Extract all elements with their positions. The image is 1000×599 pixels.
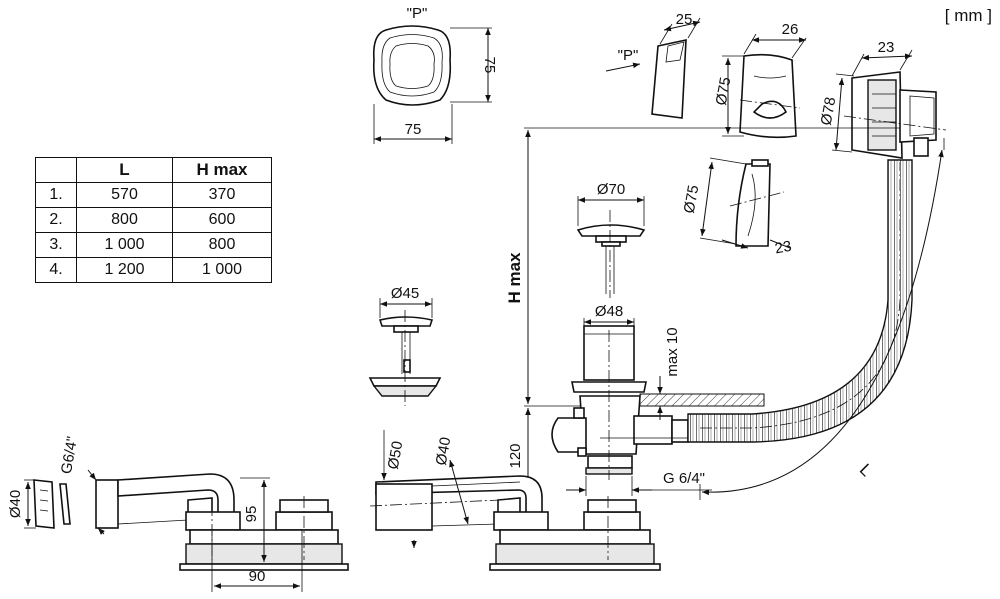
dim-70-label: Ø70 <box>597 181 625 198</box>
dim-120-label: 120 <box>507 443 524 468</box>
click-clack-plug-45 <box>368 316 442 397</box>
table-header-cell: H max <box>172 157 272 183</box>
dimension-table: L H max 1. 570 370 2. 800 600 3. 1 000 8… <box>35 157 272 283</box>
dim-25-label: 25 <box>676 11 693 28</box>
drain-body-assembly <box>551 325 765 475</box>
table-row: 3. 1 000 800 <box>35 232 272 258</box>
units-label: [ mm ] <box>944 6 992 25</box>
table-row: 2. 800 600 <box>35 207 272 233</box>
length-l-label: L <box>856 460 876 480</box>
dim-40b-label: Ø40 <box>433 436 455 467</box>
max10-label: max 10 <box>664 327 681 376</box>
cover-plate-side-view <box>651 38 687 119</box>
table-cell: 3. <box>35 232 77 258</box>
siphon-trap-left <box>33 473 349 571</box>
overflow-cap-front-view <box>372 25 452 106</box>
cap-height-label: 75 <box>481 57 498 74</box>
p-arrow-label: "P" <box>618 47 639 64</box>
table-header-cell: L <box>76 157 173 183</box>
dim-40a-label: Ø40 <box>7 490 24 518</box>
table-cell: 1 000 <box>172 257 272 283</box>
g64-horizontal-label: G 6/4" <box>663 470 705 487</box>
dim-23a-label: 23 <box>878 39 895 56</box>
dim-26-label: 26 <box>782 21 799 38</box>
click-clack-plug-70 <box>576 224 646 294</box>
hmax-label: H max <box>505 252 524 304</box>
table-cell: 2. <box>35 207 77 233</box>
siphon-trap-center <box>375 475 661 571</box>
table-cell: 570 <box>76 182 173 208</box>
overflow-rosette-side-view <box>739 53 797 139</box>
dim-90-label: 90 <box>249 568 266 585</box>
dim-50-label: Ø50 <box>385 440 407 471</box>
dim-48-label: Ø48 <box>595 303 623 320</box>
dim-23b-label: 23 <box>774 238 793 258</box>
table-row: 1. 570 370 <box>35 182 272 208</box>
dim-45-label: Ø45 <box>391 285 419 302</box>
g64-vertical-label: G6/4" <box>58 435 81 475</box>
table-cell: 800 <box>76 207 173 233</box>
overflow-head-assembly <box>851 71 937 159</box>
cap-width-label: 75 <box>405 121 422 138</box>
table-header-row: L H max <box>35 157 272 183</box>
table-cell: 1 200 <box>76 257 173 283</box>
dim-95-label: 95 <box>243 506 260 523</box>
dim-75b-label: Ø75 <box>681 184 703 215</box>
table-row: 4. 1 200 1 000 <box>35 257 272 283</box>
cap-p-label: "P" <box>407 5 428 22</box>
dim-78-label: Ø78 <box>818 96 840 127</box>
dim-75a-label: Ø75 <box>713 76 735 107</box>
